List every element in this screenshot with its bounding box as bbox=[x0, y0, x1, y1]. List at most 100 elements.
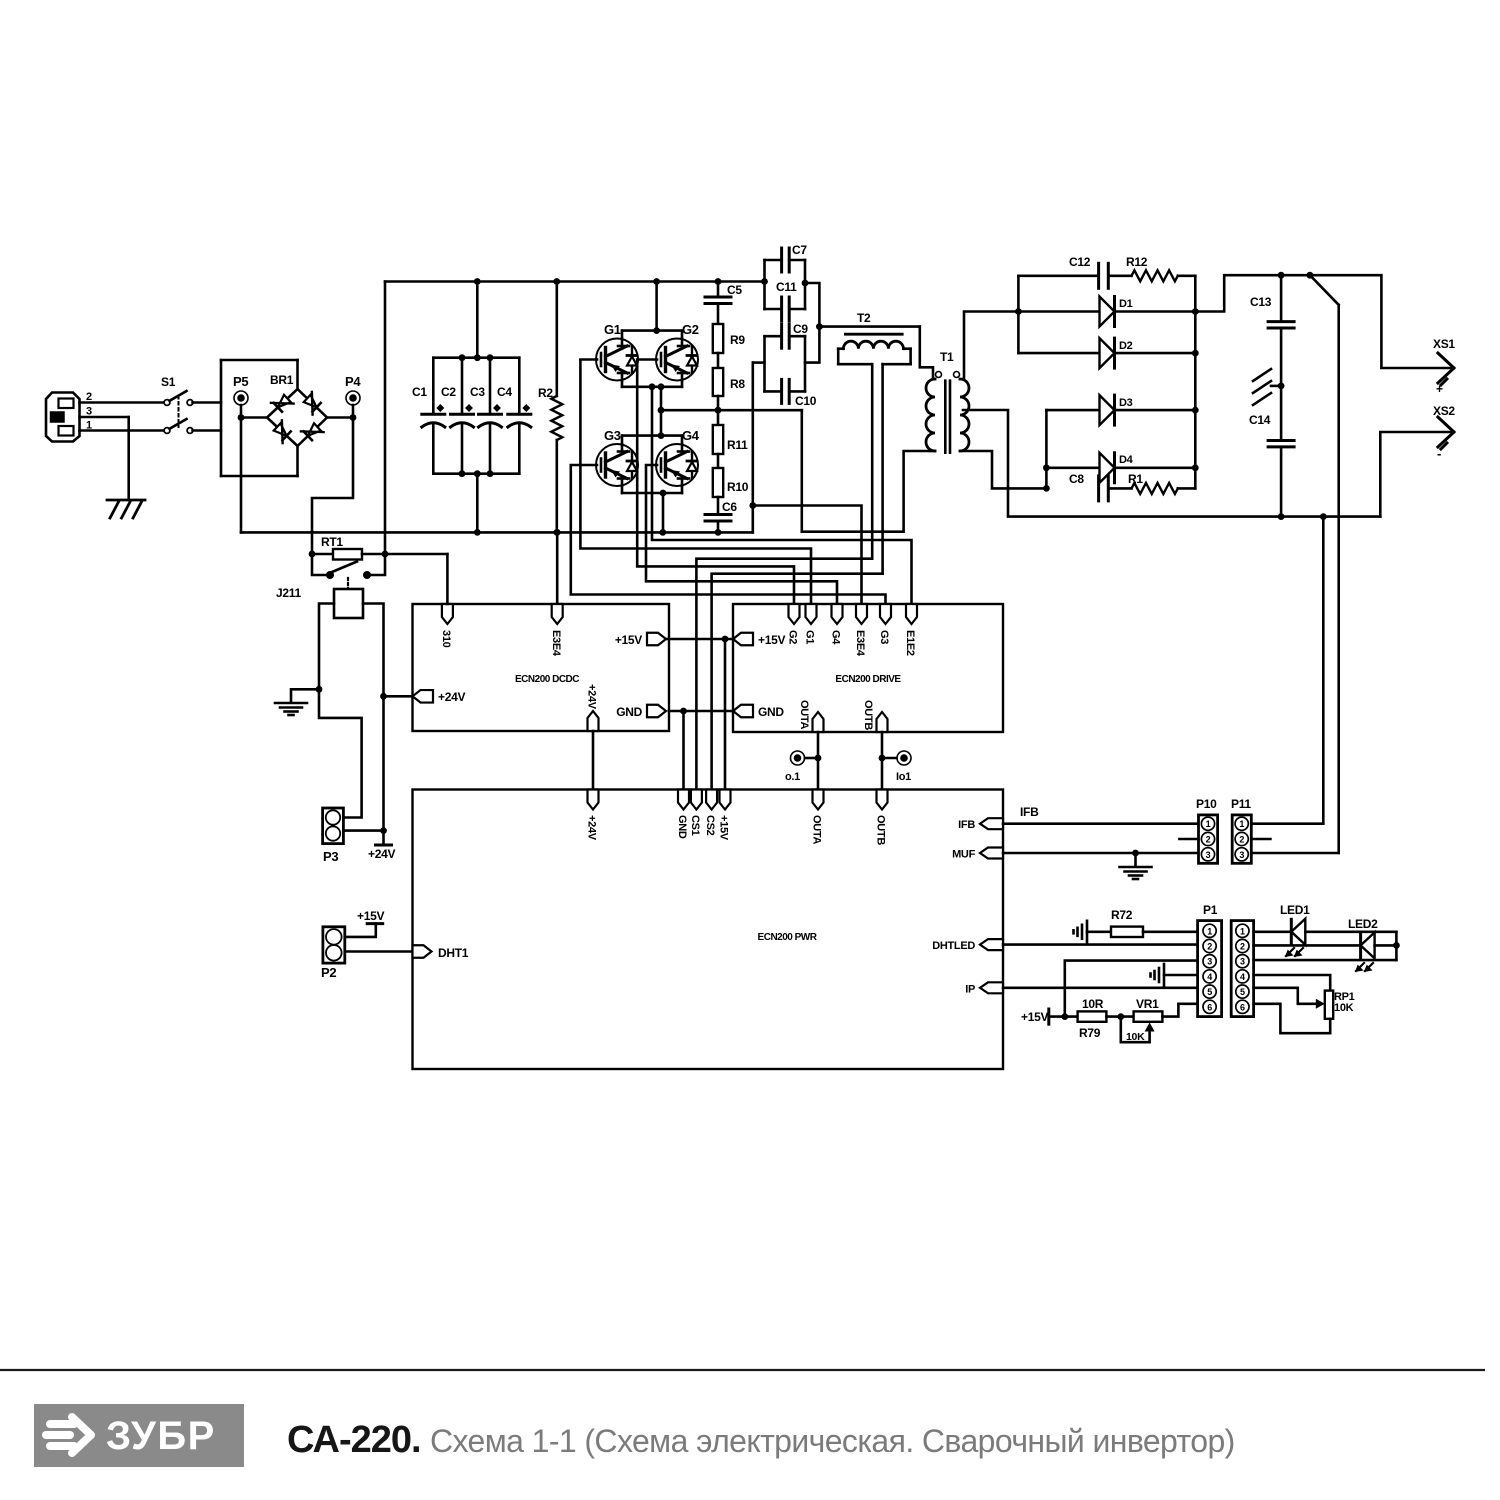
svg-text:C13: C13 bbox=[1250, 295, 1272, 309]
svg-text:+15V: +15V bbox=[718, 815, 730, 841]
svg-text:GND: GND bbox=[616, 705, 642, 719]
svg-text:Схема 1-1 (Схема электрическая: Схема 1-1 (Схема электрическая. Сварочны… bbox=[430, 1423, 1235, 1459]
svg-text:6: 6 bbox=[1207, 1002, 1212, 1012]
svg-text:4: 4 bbox=[1240, 972, 1245, 982]
svg-text:1: 1 bbox=[86, 420, 92, 432]
svg-text:C9: C9 bbox=[793, 322, 808, 336]
svg-text:OUTB: OUTB bbox=[875, 815, 887, 845]
svg-text:P1: P1 bbox=[1203, 903, 1218, 917]
svg-text:G2: G2 bbox=[682, 322, 699, 337]
svg-text:ECN200 DCDC: ECN200 DCDC bbox=[515, 674, 579, 685]
svg-text:P4: P4 bbox=[345, 374, 361, 389]
svg-text:G1: G1 bbox=[804, 630, 816, 644]
svg-text:+: + bbox=[1436, 382, 1443, 396]
svg-text:+24V: +24V bbox=[586, 684, 598, 710]
svg-text:P5: P5 bbox=[233, 374, 248, 389]
svg-text:LED1: LED1 bbox=[1280, 903, 1310, 917]
svg-text:3: 3 bbox=[1239, 850, 1244, 860]
svg-text:E1E2: E1E2 bbox=[904, 630, 916, 656]
svg-text:C8: C8 bbox=[1069, 472, 1084, 486]
svg-text:CS1: CS1 bbox=[689, 815, 701, 836]
svg-text:DHT1: DHT1 bbox=[438, 946, 469, 960]
svg-text:10K: 10K bbox=[1126, 1031, 1145, 1043]
svg-text:+15V: +15V bbox=[1021, 1010, 1048, 1024]
svg-text:R2: R2 bbox=[538, 386, 553, 400]
svg-text:J211: J211 bbox=[276, 586, 301, 600]
svg-text:5: 5 bbox=[1240, 987, 1245, 997]
svg-text:ECN200 DRIVE: ECN200 DRIVE bbox=[835, 674, 901, 685]
svg-text:1: 1 bbox=[1239, 819, 1244, 829]
svg-text:+15V: +15V bbox=[758, 633, 785, 647]
svg-text:G3: G3 bbox=[604, 428, 621, 443]
svg-text:2: 2 bbox=[1207, 942, 1212, 952]
svg-text:VR1: VR1 bbox=[1136, 997, 1159, 1011]
svg-text:D4: D4 bbox=[1119, 454, 1134, 466]
svg-text:LED2: LED2 bbox=[1348, 917, 1378, 931]
svg-text:P10: P10 bbox=[1196, 797, 1217, 811]
svg-text:E3E4: E3E4 bbox=[550, 630, 562, 657]
svg-text:4: 4 bbox=[1207, 972, 1212, 982]
svg-text:C14: C14 bbox=[1249, 413, 1271, 427]
svg-text:2: 2 bbox=[1240, 942, 1245, 952]
svg-text:XS1: XS1 bbox=[1433, 337, 1455, 351]
svg-text:ЗУБР: ЗУБР bbox=[106, 1414, 216, 1458]
svg-text:C10: C10 bbox=[795, 394, 817, 408]
svg-text:GND: GND bbox=[676, 815, 688, 839]
svg-text:R8: R8 bbox=[730, 377, 745, 391]
svg-text:C7: C7 bbox=[792, 243, 807, 257]
svg-text:R9: R9 bbox=[730, 333, 745, 347]
svg-text:+15V: +15V bbox=[615, 633, 642, 647]
svg-text:P2: P2 bbox=[321, 965, 336, 980]
svg-text:R72: R72 bbox=[1111, 908, 1133, 922]
svg-text:IFB: IFB bbox=[1020, 805, 1039, 819]
svg-text:C1: C1 bbox=[412, 385, 427, 399]
svg-text:IP: IP bbox=[965, 983, 975, 995]
svg-text:C6: C6 bbox=[722, 500, 737, 514]
svg-text:3: 3 bbox=[86, 406, 92, 418]
svg-text:E3E4: E3E4 bbox=[854, 630, 866, 657]
svg-text:1: 1 bbox=[1206, 819, 1211, 829]
svg-text:5: 5 bbox=[1207, 987, 1212, 997]
svg-text:IFB: IFB bbox=[958, 819, 975, 831]
svg-text:OUTA: OUTA bbox=[798, 700, 810, 730]
svg-text:C5: C5 bbox=[727, 283, 742, 297]
svg-text:T1: T1 bbox=[940, 350, 954, 364]
svg-text:RP1: RP1 bbox=[1334, 991, 1355, 1003]
svg-text:+24V: +24V bbox=[438, 690, 465, 704]
svg-text:D3: D3 bbox=[1119, 397, 1133, 409]
svg-text:R12: R12 bbox=[1126, 255, 1148, 269]
svg-text:3: 3 bbox=[1206, 850, 1211, 860]
svg-text:XS2: XS2 bbox=[1433, 404, 1455, 418]
svg-text:MUF: MUF bbox=[952, 849, 976, 861]
svg-text:10R: 10R bbox=[1082, 997, 1104, 1011]
svg-text:1: 1 bbox=[1207, 926, 1212, 936]
svg-text:CS2: CS2 bbox=[704, 815, 716, 836]
svg-text:2: 2 bbox=[1206, 835, 1211, 845]
svg-text:G2: G2 bbox=[787, 630, 799, 644]
svg-text:GND: GND bbox=[758, 705, 784, 719]
svg-text:-: - bbox=[1437, 446, 1441, 461]
svg-text:3: 3 bbox=[1207, 957, 1212, 967]
svg-text:D1: D1 bbox=[1119, 298, 1133, 310]
svg-text:C2: C2 bbox=[441, 385, 456, 399]
svg-text:СА-220.: СА-220. bbox=[287, 1419, 421, 1461]
svg-text:RT1: RT1 bbox=[321, 535, 343, 549]
svg-text:R1: R1 bbox=[1128, 472, 1143, 486]
svg-text:R10: R10 bbox=[727, 480, 749, 494]
svg-text:G4: G4 bbox=[830, 630, 842, 645]
svg-text:3: 3 bbox=[1240, 957, 1245, 967]
svg-text:R79: R79 bbox=[1079, 1026, 1101, 1040]
svg-text:S1: S1 bbox=[161, 375, 176, 389]
svg-text:10K: 10K bbox=[1334, 1002, 1354, 1014]
svg-text:OUTA: OUTA bbox=[811, 815, 823, 845]
svg-text:DHTLED: DHTLED bbox=[932, 940, 975, 952]
svg-text:P3: P3 bbox=[323, 849, 338, 864]
svg-text:BR1: BR1 bbox=[270, 373, 294, 387]
svg-text:C12: C12 bbox=[1069, 255, 1091, 269]
svg-text:C3: C3 bbox=[470, 385, 485, 399]
svg-text:+24V: +24V bbox=[586, 815, 598, 841]
svg-text:C11: C11 bbox=[776, 280, 797, 294]
svg-text:6: 6 bbox=[1240, 1002, 1245, 1012]
svg-text:+15V: +15V bbox=[357, 909, 384, 923]
svg-text:G1: G1 bbox=[604, 322, 621, 337]
